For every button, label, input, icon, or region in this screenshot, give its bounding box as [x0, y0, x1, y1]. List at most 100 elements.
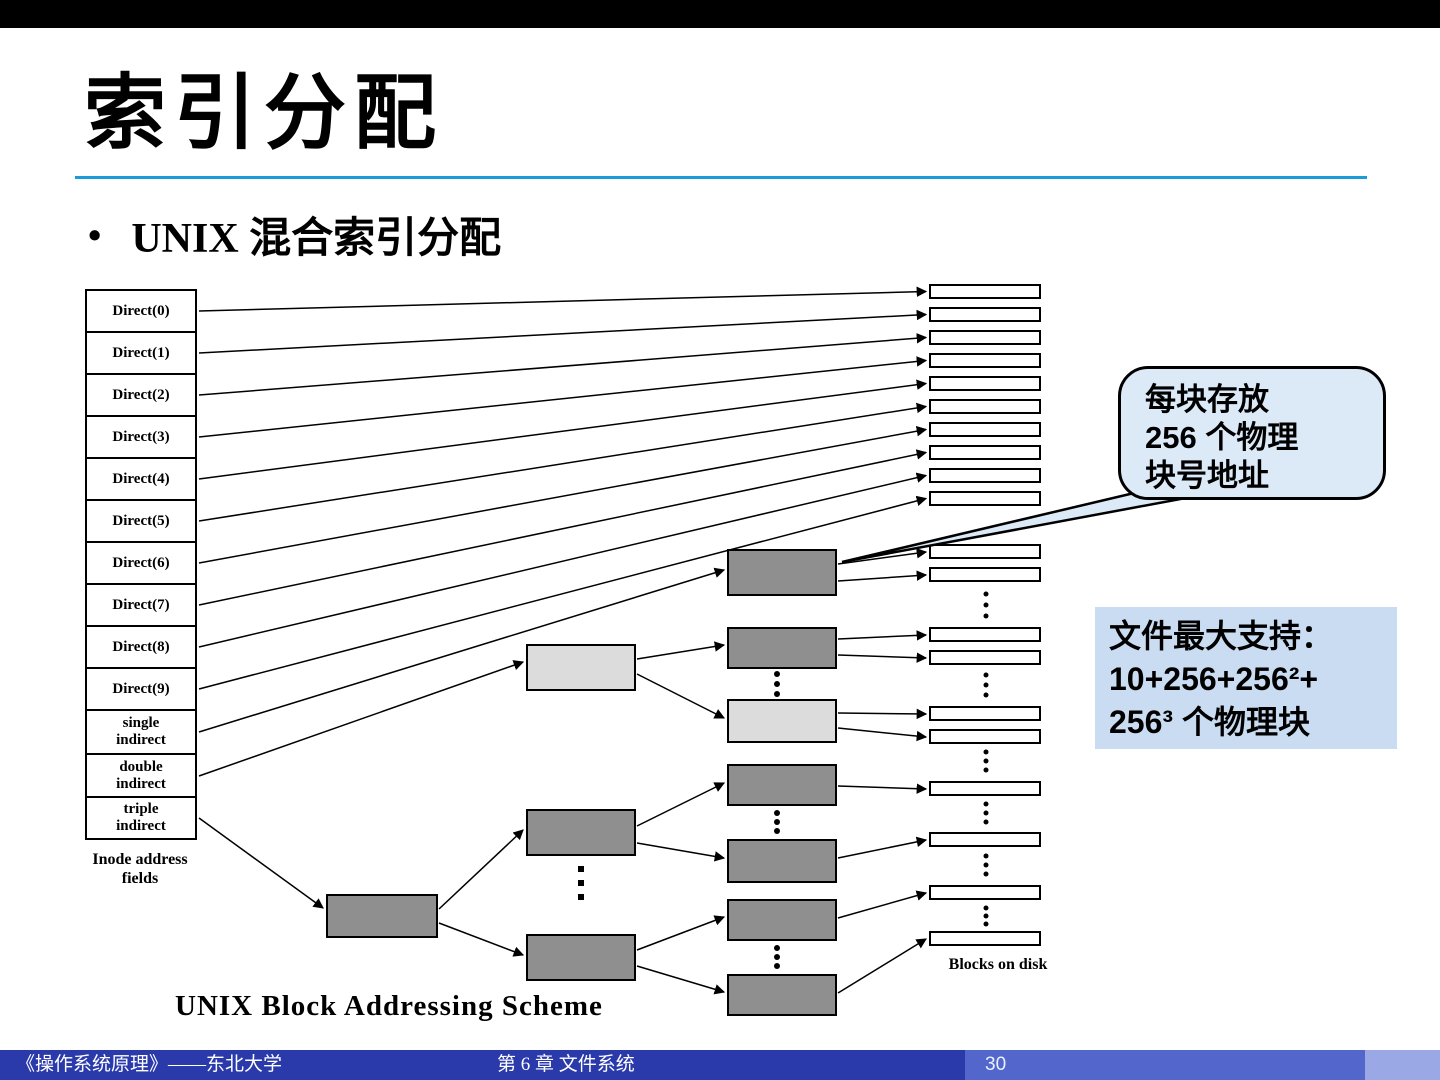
ellipsis-dot — [578, 880, 584, 886]
arrow — [198, 333, 928, 396]
disk-block — [929, 307, 1041, 322]
inode-field-direct-3: Direct(3) — [85, 415, 197, 459]
ellipsis-dot — [983, 819, 989, 825]
ellipsis-dot — [578, 866, 584, 872]
triple-indirect-l3-block — [727, 899, 837, 941]
triple-indirect-l1-block — [326, 894, 438, 938]
title-rule — [75, 176, 1367, 179]
inode-address-table: Direct(0) Direct(1) Direct(2) Direct(3) … — [85, 289, 197, 840]
disk-block — [929, 491, 1041, 506]
ellipsis-dot — [983, 801, 989, 807]
disk-block — [929, 445, 1041, 460]
arrow — [198, 379, 928, 480]
arrow — [198, 449, 928, 606]
inode-field-single-indirect: single indirect — [85, 709, 197, 755]
inode-field-direct-6: Direct(6) — [85, 541, 197, 585]
pointer-arrows — [198, 286, 928, 995]
footer-page-segment: 30 — [965, 1050, 1365, 1080]
arrow — [198, 356, 928, 438]
double-indirect-l2-block — [727, 699, 837, 743]
arrow — [438, 829, 524, 910]
arrow — [837, 727, 928, 742]
disk-block — [929, 468, 1041, 483]
diagram-caption: UNIX Block Addressing Scheme — [175, 990, 603, 1022]
arrow — [837, 890, 928, 919]
bullet-line: •UNIX 混合索引分配 — [88, 204, 501, 265]
disk-block — [929, 832, 1041, 847]
footer-course-title: 《操作系统原理》——东北大学 — [16, 1054, 283, 1075]
ellipsis-dot — [983, 862, 989, 868]
index-blocks — [326, 549, 837, 1016]
inode-field-direct-8: Direct(8) — [85, 625, 197, 669]
disk-block — [929, 931, 1041, 946]
arrow — [837, 938, 927, 994]
disk-block — [929, 422, 1041, 437]
arrow — [636, 842, 726, 862]
disk-block — [929, 376, 1041, 391]
single-indirect-index-block — [727, 549, 837, 596]
page-number: 30 — [985, 1054, 1007, 1075]
inode-field-double-indirect: double indirect — [85, 753, 197, 798]
double-indirect-l2-block — [727, 627, 837, 669]
arrow — [837, 570, 928, 582]
inode-field-direct-0: Direct(0) — [85, 289, 197, 333]
disk-block — [929, 781, 1041, 796]
inode-field-direct-9: Direct(9) — [85, 667, 197, 711]
triple-indirect-l2-block — [526, 809, 636, 856]
ellipsis-dot — [774, 810, 780, 816]
triple-indirect-l3-block — [727, 764, 837, 806]
disk-block — [929, 627, 1041, 642]
ellipsis-dots — [578, 591, 989, 969]
arrow — [837, 708, 928, 720]
disk-block — [929, 284, 1041, 299]
bullet-icon: • — [88, 215, 102, 257]
ellipsis-dot — [983, 591, 989, 597]
inode-field-direct-5: Direct(5) — [85, 499, 197, 543]
disk-blocks — [929, 284, 1041, 946]
ellipsis-dot — [983, 810, 989, 816]
disk-block — [929, 353, 1041, 368]
inode-field-direct-2: Direct(2) — [85, 373, 197, 417]
ellipsis-dot — [774, 671, 780, 677]
arrow — [837, 548, 928, 565]
footer: 《操作系统原理》——东北大学 第 6 章 文件系统 30 — [0, 1050, 1440, 1080]
ellipsis-dot — [774, 681, 780, 687]
ellipsis-dot — [983, 613, 989, 619]
ellipsis-dot — [983, 913, 989, 919]
max-file-size-note: 文件最大支持： 10+256+256²+ 256³ 个物理块 — [1095, 607, 1397, 749]
ellipsis-dot — [983, 758, 989, 764]
arrow — [837, 783, 928, 794]
ellipsis-dot — [578, 894, 584, 900]
arrow — [636, 641, 726, 660]
inode-field-direct-7: Direct(7) — [85, 583, 197, 627]
ellipsis-dot — [774, 954, 780, 960]
ellipsis-dot — [983, 767, 989, 773]
ellipsis-dot — [983, 905, 989, 911]
arrow — [198, 567, 726, 733]
triple-indirect-l3-block — [727, 974, 837, 1016]
ellipsis-dot — [983, 749, 989, 755]
inode-field-triple-indirect: triple indirect — [85, 796, 197, 840]
footer-tail-strip — [1365, 1050, 1440, 1080]
ellipsis-dot — [774, 691, 780, 697]
ellipsis-dot — [983, 921, 989, 927]
disk-block — [929, 706, 1041, 721]
top-bar — [0, 0, 1440, 28]
arrow — [198, 286, 928, 312]
disk-block — [929, 567, 1041, 582]
arrow — [837, 630, 928, 641]
arrow — [198, 309, 928, 354]
ellipsis-dot — [774, 819, 780, 825]
ellipsis-dot — [983, 672, 989, 678]
arrow — [636, 673, 726, 719]
page-title: 索引分配 — [84, 68, 445, 159]
inode-field-direct-1: Direct(1) — [85, 331, 197, 375]
disk-block — [929, 729, 1041, 744]
arrow — [636, 782, 726, 827]
arrow — [837, 652, 928, 663]
arrow — [198, 495, 928, 690]
triple-indirect-l2-block — [526, 934, 636, 981]
disk-block — [929, 330, 1041, 345]
ellipsis-dot — [983, 692, 989, 698]
